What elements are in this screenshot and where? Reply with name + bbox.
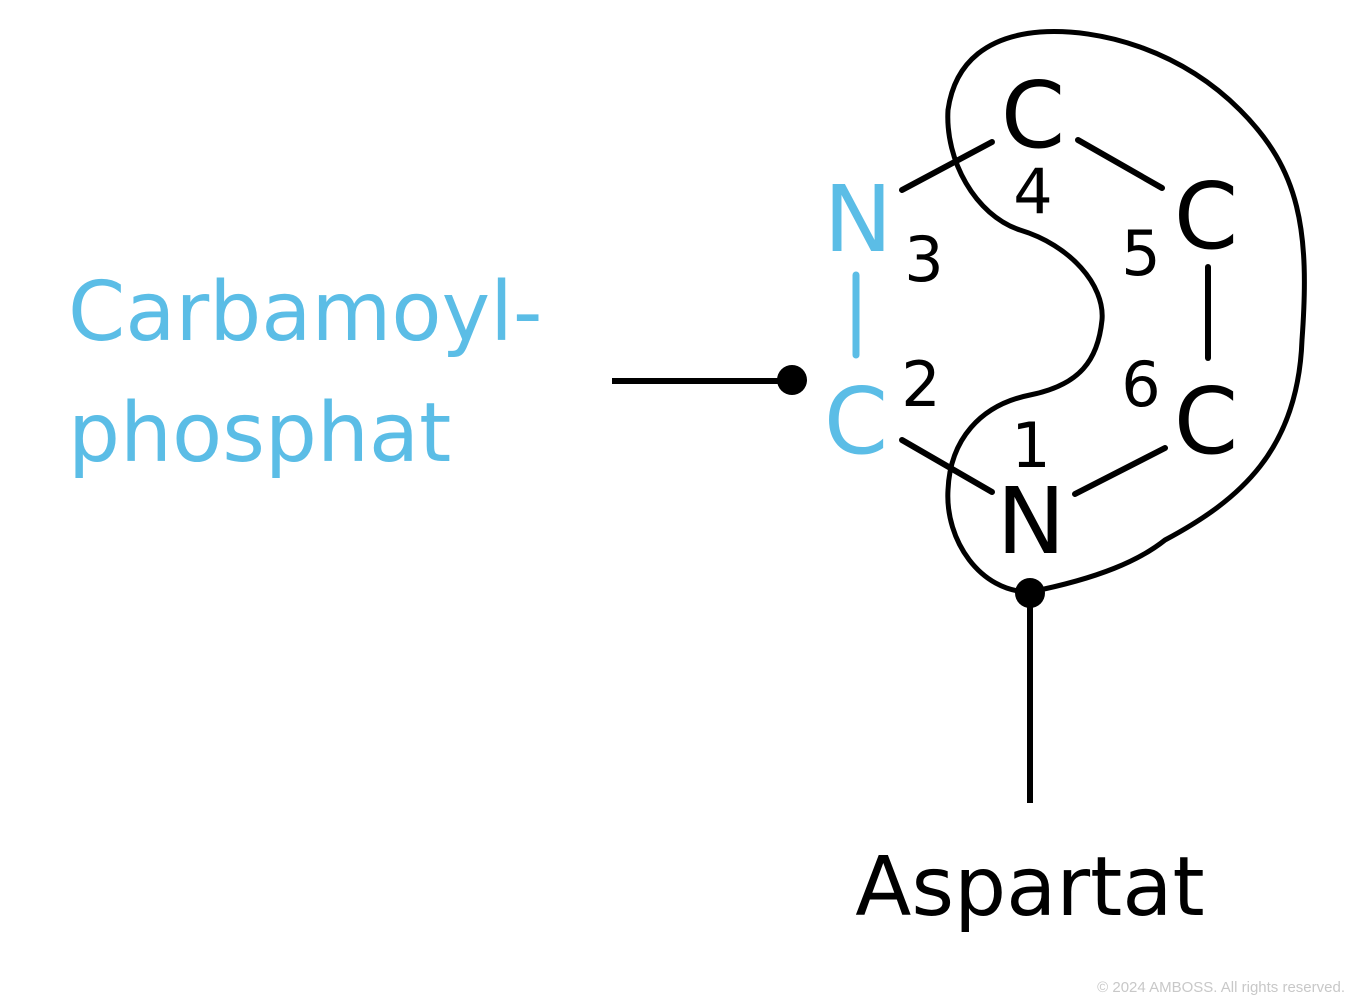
aspartate-label: Aspartat xyxy=(855,840,1204,935)
aspartate-outline xyxy=(945,29,1307,595)
bond-n3-c4 xyxy=(899,139,995,193)
carbamoyl-label-line2: phosphat xyxy=(68,386,451,481)
position-3: 3 xyxy=(904,223,943,296)
position-5: 5 xyxy=(1121,217,1160,290)
position-1: 1 xyxy=(1011,409,1050,482)
atom-c2: C xyxy=(824,368,888,475)
position-4: 4 xyxy=(1013,155,1052,228)
atom-c5: C xyxy=(1174,163,1238,270)
atom-c4: C xyxy=(1001,62,1065,169)
position-2: 2 xyxy=(901,348,940,421)
bond-c6-n1 xyxy=(1072,445,1168,497)
aspartate-pointer-dot xyxy=(1015,578,1045,608)
copyright-notice: © 2024 AMBOSS. All rights reserved. xyxy=(1097,979,1345,996)
carbamoyl-label-line1: Carbamoyl- xyxy=(68,265,542,360)
atom-c6: C xyxy=(1174,368,1238,475)
bond-c4-c5 xyxy=(1075,137,1165,191)
position-6: 6 xyxy=(1121,348,1160,421)
atom-n3: N xyxy=(824,166,893,273)
carbamoyl-pointer-dot xyxy=(777,365,807,395)
bond-c2-n1 xyxy=(899,437,995,495)
atom-n1: N xyxy=(997,468,1066,575)
